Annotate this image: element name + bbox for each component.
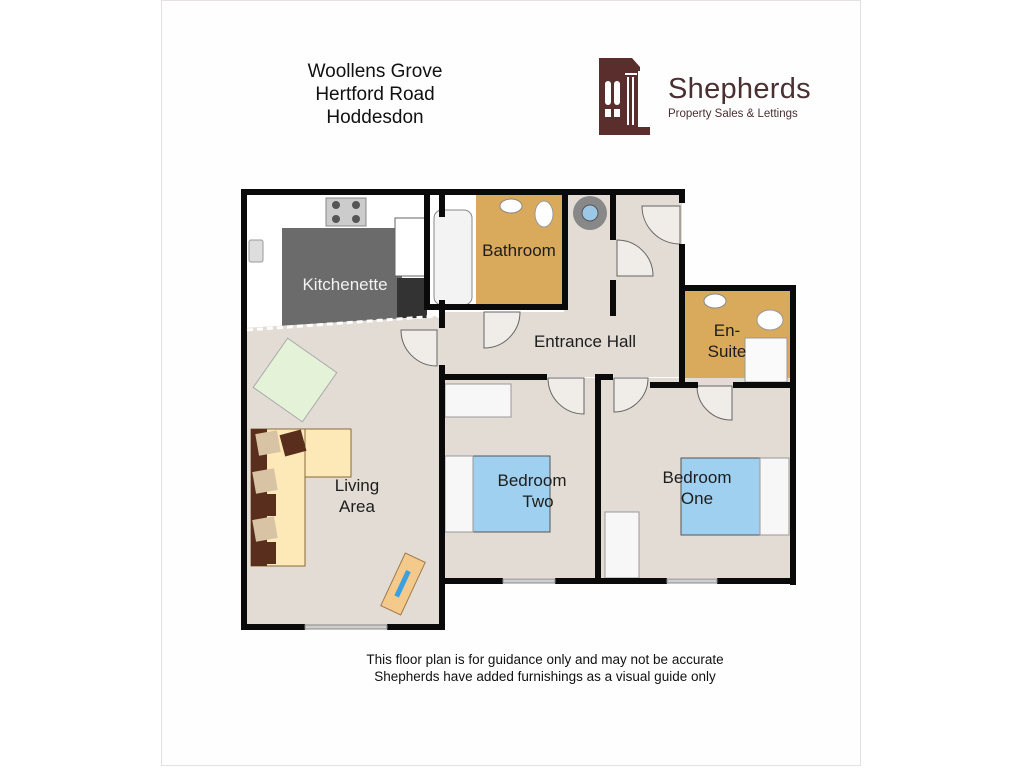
walls bbox=[241, 189, 796, 630]
room-label-bedroom-two: Bedroom Two bbox=[492, 470, 572, 512]
living-line-2: Area bbox=[339, 497, 375, 516]
living-furniture bbox=[250, 337, 426, 616]
building-facade-icon bbox=[599, 58, 650, 135]
living-line-1: Living bbox=[334, 476, 380, 495]
address-line-2: Hertford Road bbox=[315, 84, 435, 105]
bedroom-one-line-2: One bbox=[680, 489, 714, 508]
logo-tagline: Property Sales & Lettings bbox=[668, 108, 798, 120]
disclaimer-line-1: This floor plan is for guidance only and… bbox=[366, 652, 724, 667]
en-suite-line-2: Suite bbox=[707, 342, 747, 361]
address-line-1: Woollens Grove bbox=[307, 61, 443, 82]
disclaimer: This floor plan is for guidance only and… bbox=[330, 651, 760, 685]
room-label-bedroom-one: Bedroom One bbox=[657, 467, 737, 509]
room-label-living-area: Living Area bbox=[317, 475, 397, 517]
room-label-en-suite: En- Suite bbox=[692, 320, 762, 362]
room-label-bathroom: Bathroom bbox=[482, 241, 556, 260]
room-label-kitchenette: Kitchenette bbox=[302, 275, 388, 294]
bedroom-two-line-2: Two bbox=[522, 492, 554, 511]
kitchen-fittings bbox=[248, 197, 428, 318]
en-suite-line-1: En- bbox=[713, 321, 741, 340]
bedroom-two-line-1: Bedroom bbox=[497, 471, 567, 490]
shepherds-logo: Shepherds Property Sales & Lettings bbox=[598, 57, 811, 137]
property-address: Woollens Grove Hertford Road Hoddesdon bbox=[290, 60, 460, 129]
room-label-entrance-hall: Entrance Hall bbox=[533, 332, 637, 351]
address-line-3: Hoddesdon bbox=[326, 107, 424, 128]
bedroom-one-line-1: Bedroom bbox=[662, 468, 732, 487]
doors bbox=[400, 205, 733, 421]
bathroom-fittings bbox=[433, 196, 788, 383]
disclaimer-line-2: Shepherds have added furnishings as a vi… bbox=[374, 669, 716, 684]
windows bbox=[304, 578, 718, 630]
kitchen-boundary bbox=[246, 314, 440, 332]
logo-name: Shepherds bbox=[668, 73, 811, 105]
bedroom-furniture bbox=[444, 383, 790, 579]
